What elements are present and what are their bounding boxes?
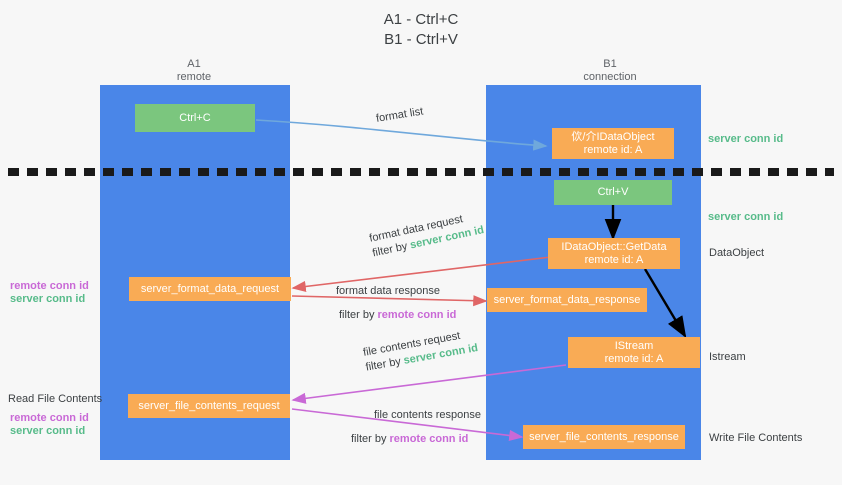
edge-label-format-data-response-highlight: remote conn id: [377, 309, 457, 321]
arrow-getdata-to-istream: [643, 268, 687, 339]
node-server-format-data-response-label: server_format_data_response: [493, 293, 641, 306]
node-server-file-contents-response[interactable]: server_file_contents_response: [523, 425, 685, 449]
node-ctrl-v-label: Ctrl+V: [597, 186, 629, 198]
arrow-format-data-response: [291, 295, 488, 307]
annotation-right-istream: Istream: [709, 351, 746, 363]
edge-label-format-data-response-line1: format data response: [336, 285, 440, 297]
edge-label-file-contents-response-prefix: filter by: [351, 433, 390, 445]
node-getdata-line1: IDataObject::GetData: [561, 240, 667, 253]
annotation-right-server-conn-id-top: server conn id: [708, 133, 784, 145]
node-server-file-contents-request[interactable]: server_file_contents_request: [128, 394, 290, 418]
lane-header-b1: B1 connection: [545, 58, 675, 84]
arrow-file-contents-response: [291, 408, 524, 442]
arrow-format-data-request: [291, 256, 552, 293]
edge-label-format-data-response-prefix: filter by: [339, 309, 378, 321]
page-title: A1 - Ctrl+C B1 - Ctrl+V: [0, 10, 842, 50]
edge-label-format-data-response: format data response filter by remote co…: [336, 284, 456, 323]
node-getdata[interactable]: IDataObject::GetData remote id: A: [548, 238, 680, 269]
lane-header-a1-subtitle: remote: [176, 71, 212, 83]
node-istream-line2: remote id: A: [604, 352, 664, 365]
edge-label-file-contents-response: file contents response filter by remote …: [351, 408, 482, 447]
node-istream[interactable]: IStream remote id: A: [568, 337, 700, 368]
node-set-idataobject[interactable]: 佽/介IDataObject remote id: A: [552, 128, 674, 159]
annotation-left-server-conn-id-upper: server conn id: [10, 293, 86, 305]
node-set-idataobject-line2: remote id: A: [583, 143, 643, 156]
dashed-divider: [8, 168, 834, 176]
node-server-file-contents-response-label: server_file_contents_response: [529, 430, 679, 443]
arrow-file-contents-request: [291, 364, 567, 404]
lane-header-b1-name: B1: [603, 58, 617, 70]
edge-label-file-contents-response-highlight: remote conn id: [389, 433, 469, 445]
lane-header-a1-name: A1: [187, 58, 201, 70]
annotation-left-remote-conn-id-upper: remote conn id: [10, 280, 89, 292]
title-line-1: A1 - Ctrl+C: [383, 11, 459, 28]
annotation-right-server-conn-id-second: server conn id: [708, 211, 784, 223]
title-line-2: B1 - Ctrl+V: [384, 31, 458, 48]
node-ctrl-v[interactable]: Ctrl+V: [554, 180, 672, 205]
node-getdata-line2: remote id: A: [584, 253, 644, 266]
arrow-format-list: [255, 119, 548, 151]
node-server-format-data-response[interactable]: server_format_data_response: [487, 288, 647, 312]
node-ctrl-c-label: Ctrl+C: [179, 111, 211, 124]
node-istream-line1: IStream: [614, 339, 654, 352]
edge-label-file-contents-response-line1: file contents response: [374, 409, 482, 421]
annotation-left-read-file-contents: Read File Contents: [8, 393, 103, 405]
node-server-file-contents-request-label: server_file_contents_request: [138, 399, 280, 412]
annotation-left-remote-conn-id-lower: remote conn id: [10, 412, 89, 424]
lane-header-a1: A1 remote: [134, 58, 254, 84]
node-server-format-data-request[interactable]: server_format_data_request: [129, 277, 291, 301]
lane-header-b1-subtitle: connection: [583, 71, 637, 83]
node-ctrl-c[interactable]: Ctrl+C: [135, 104, 255, 132]
node-server-format-data-request-label: server_format_data_request: [140, 282, 280, 295]
annotation-left-server-conn-id-lower: server conn id: [10, 425, 86, 437]
node-set-idataobject-line1: 佽/介IDataObject: [571, 130, 655, 143]
annotation-right-write-file-contents: Write File Contents: [709, 432, 803, 444]
annotation-right-dataobject: DataObject: [709, 247, 765, 259]
